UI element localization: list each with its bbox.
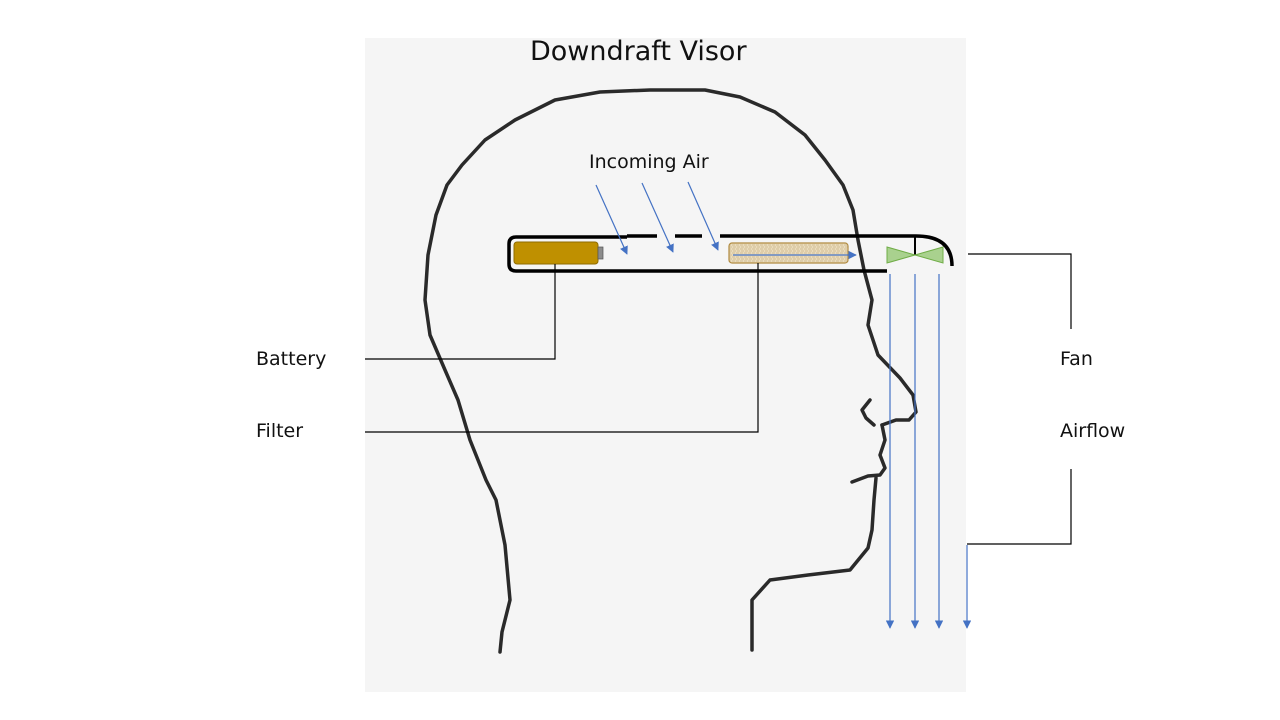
airflow-label: Airflow (1060, 420, 1126, 442)
incoming-air-arrow (641, 182, 674, 253)
battery-label: Battery (256, 348, 327, 370)
filter-label: Filter (256, 420, 304, 442)
nose-nostril-outline (860, 398, 876, 427)
filter-leader-line (365, 263, 759, 433)
incoming-air-arrows (595, 181, 857, 260)
battery-leader-line (365, 264, 556, 360)
mouth-chin-outline (750, 423, 887, 652)
fan-leader-line (968, 253, 1072, 329)
visor-outline (507, 235, 887, 273)
fan-label: Fan (1060, 348, 1093, 370)
fan-icon (886, 246, 944, 264)
visor-inlet-top-edge (627, 234, 954, 267)
downdraft-airflow-arrows (885, 274, 972, 629)
filter-icon (728, 242, 849, 264)
airflow-leader-line (967, 469, 1072, 545)
battery-icon (513, 241, 604, 265)
leader-lines (365, 253, 1072, 545)
incoming-air-arrow (595, 184, 628, 255)
visor-housing (507, 234, 954, 273)
incoming-air-arrow (687, 181, 719, 251)
head-back-outline (423, 88, 918, 654)
diagram-title: Downdraft Visor (530, 36, 747, 67)
head-photo-background (365, 38, 966, 692)
incoming-air-label: Incoming Air (589, 151, 709, 173)
head-profile-icon (423, 88, 918, 654)
